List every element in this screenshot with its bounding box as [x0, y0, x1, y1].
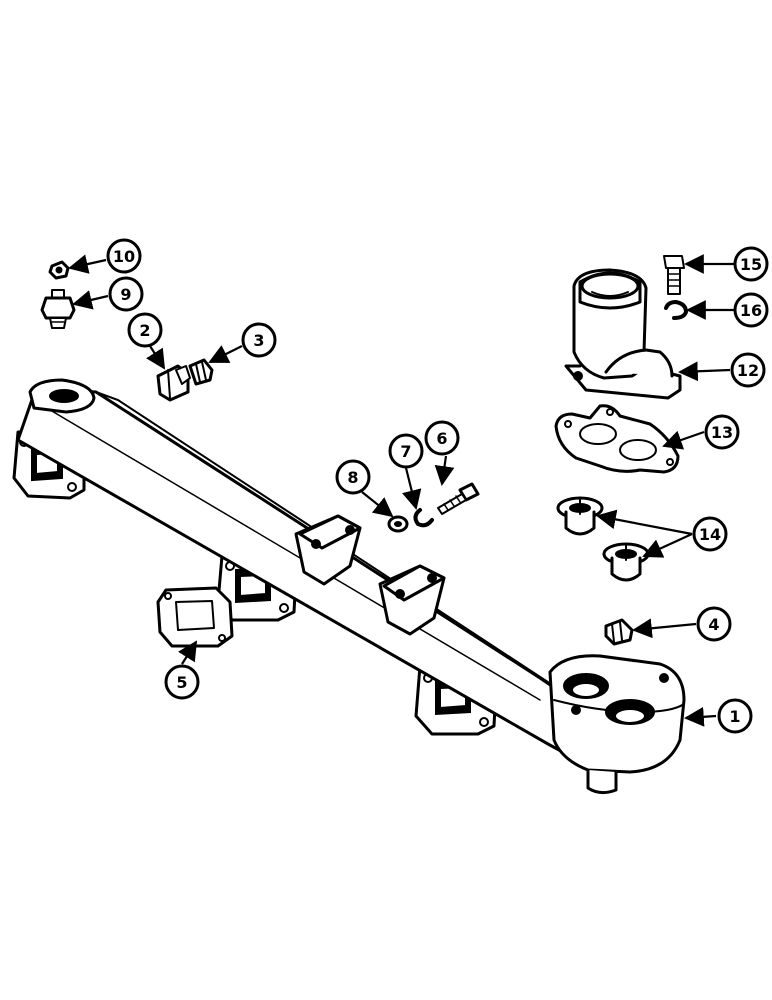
- pipe-plug: [188, 358, 214, 386]
- cap-screw: [437, 482, 480, 515]
- mounting-boss-1: [294, 514, 362, 586]
- water-outlet-elbow: [564, 268, 682, 400]
- thermostat-lower: [602, 542, 650, 582]
- elbow-cap-screw: [663, 255, 685, 295]
- callout-12-label: 12: [737, 361, 759, 380]
- callout-2: 2: [127, 312, 163, 348]
- callout-2-label: 2: [139, 321, 150, 340]
- callout-5: 5: [164, 664, 200, 700]
- callout-15-label: 15: [740, 255, 762, 274]
- callout-4: 4: [696, 606, 732, 642]
- callout-14-label: 14: [699, 525, 721, 544]
- callout-12: 12: [730, 352, 766, 388]
- drain-plug: [604, 618, 634, 646]
- callout-8: 8: [335, 459, 371, 495]
- mounting-boss-2: [378, 564, 446, 636]
- callout-7: 7: [388, 433, 424, 469]
- callout-3-label: 3: [253, 331, 264, 350]
- callout-8-label: 8: [347, 468, 358, 487]
- callout-6-label: 6: [436, 429, 447, 448]
- hex-nut: [48, 260, 70, 280]
- callout-13-label: 13: [711, 423, 733, 442]
- callout-9-label: 9: [120, 285, 131, 304]
- callout-9: 9: [108, 276, 144, 312]
- callout-1-label: 1: [729, 707, 740, 726]
- callout-7-label: 7: [400, 442, 411, 461]
- callout-leaders: [68, 254, 734, 727]
- lock-washer: [413, 508, 434, 528]
- callout-14: 14: [692, 516, 728, 552]
- callout-5-label: 5: [176, 673, 187, 692]
- port-gasket: [156, 586, 234, 648]
- callout-13: 13: [704, 414, 740, 450]
- callout-16-label: 16: [740, 301, 762, 320]
- adapter-fitting: [156, 364, 191, 402]
- temperature-sender: [40, 289, 76, 329]
- callout-15: 15: [733, 246, 769, 282]
- water-manifold: [12, 378, 686, 795]
- thermostat-upper: [556, 496, 604, 536]
- callout-3: 3: [241, 322, 277, 358]
- callout-10-label: 10: [113, 247, 135, 266]
- callout-10: 10: [106, 238, 142, 274]
- callout-1: 1: [717, 698, 753, 734]
- callout-16: 16: [733, 292, 769, 328]
- flat-washer: [387, 515, 409, 533]
- callout-6: 6: [424, 420, 460, 456]
- callout-4-label: 4: [708, 615, 719, 634]
- elbow-lock-washer: [664, 300, 688, 320]
- outlet-gasket: [554, 404, 680, 474]
